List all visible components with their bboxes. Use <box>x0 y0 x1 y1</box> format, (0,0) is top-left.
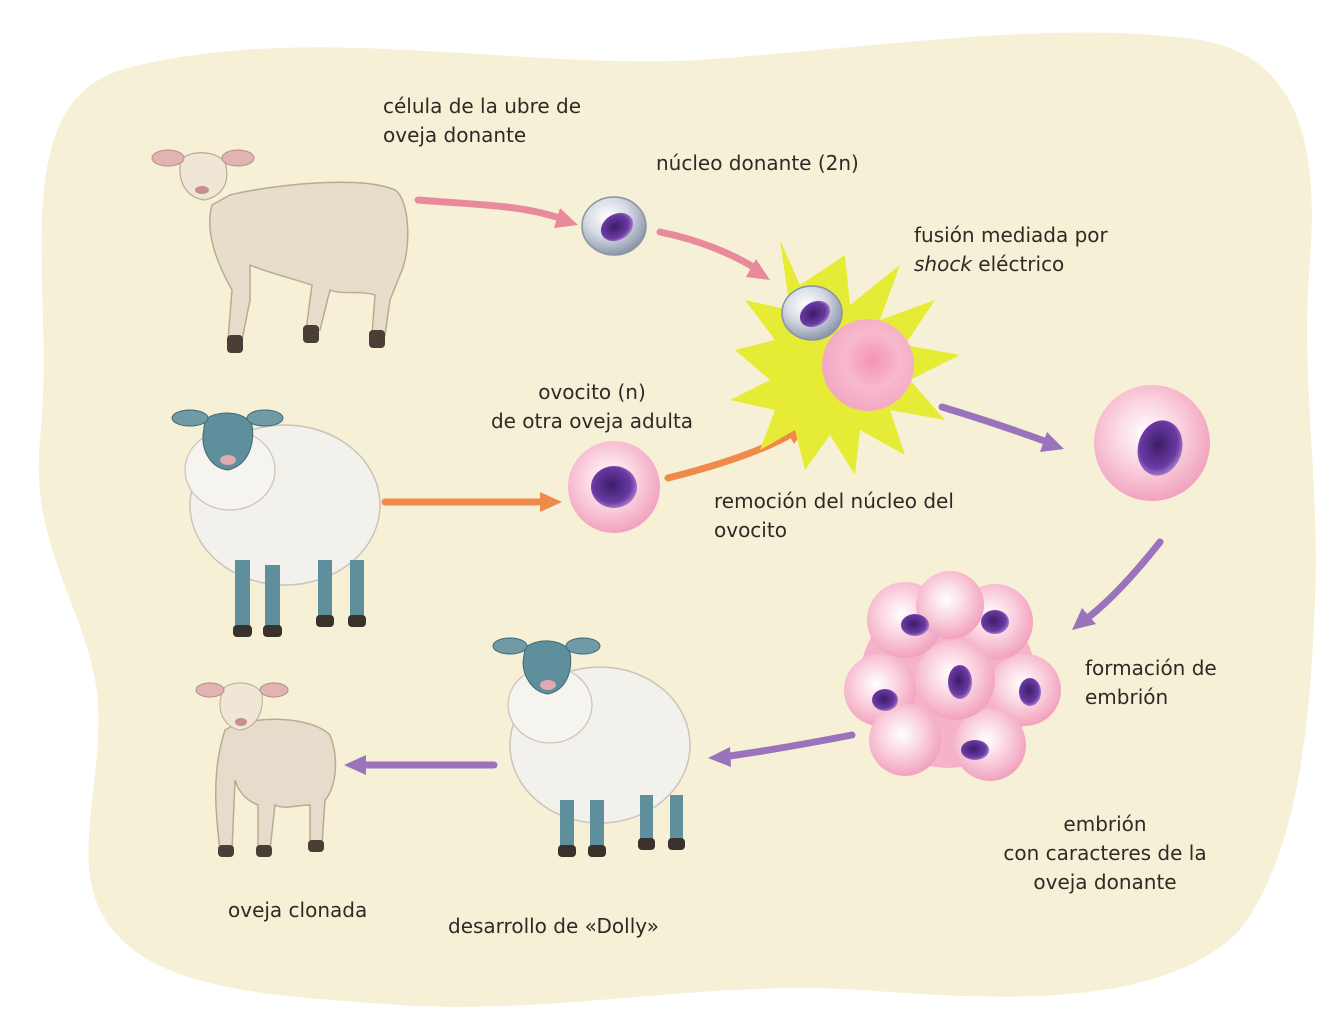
label-embryo-traits-line3: oveja donante <box>975 868 1235 897</box>
enucleated-oocyte <box>822 319 914 411</box>
label-embryo-traits-line2: con caracteres de la <box>975 839 1235 868</box>
label-oocyte-line2: de otra oveja adulta <box>462 407 722 436</box>
label-cloned-sheep-text: oveja clonada <box>228 896 367 925</box>
label-fusion-italic: shock <box>914 252 972 276</box>
label-dolly-text: desarrollo de «Dolly» <box>448 912 659 941</box>
label-cloned-sheep: oveja clonada <box>228 896 367 925</box>
label-fusion: fusión mediada por shock eléctrico <box>914 221 1108 279</box>
donor-cell <box>582 197 646 255</box>
label-udder-cell-line2: oveja donante <box>383 121 581 150</box>
fusing-donor-cell <box>782 286 842 340</box>
label-embryo-traits: embrión con caracteres de la oveja donan… <box>975 810 1235 897</box>
label-udder-cell: célula de la ubre de oveja donante <box>383 92 581 150</box>
label-fusion-line1: fusión mediada por <box>914 221 1108 250</box>
label-embryo-formation-line1: formación de <box>1085 654 1217 683</box>
label-enucleation-line2: ovocito <box>714 516 954 545</box>
label-oocyte-line1: ovocito (n) <box>462 378 722 407</box>
label-embryo-formation-line2: embrión <box>1085 683 1217 712</box>
label-enucleation-line1: remoción del núcleo del <box>714 487 954 516</box>
label-fusion-rest: eléctrico <box>972 252 1064 276</box>
reconstructed-egg <box>1094 385 1210 501</box>
label-donor-nucleus: núcleo donante (2n) <box>656 149 859 178</box>
label-oocyte: ovocito (n) de otra oveja adulta <box>462 378 722 436</box>
label-udder-cell-line1: célula de la ubre de <box>383 92 581 121</box>
label-dolly: desarrollo de «Dolly» <box>448 912 659 941</box>
label-fusion-line2: shock eléctrico <box>914 250 1108 279</box>
label-enucleation: remoción del núcleo del ovocito <box>714 487 954 545</box>
label-donor-nucleus-text: núcleo donante (2n) <box>656 149 859 178</box>
oocyte-cell <box>568 441 660 533</box>
label-embryo-traits-line1: embrión <box>975 810 1235 839</box>
label-embryo-formation: formación de embrión <box>1085 654 1217 712</box>
